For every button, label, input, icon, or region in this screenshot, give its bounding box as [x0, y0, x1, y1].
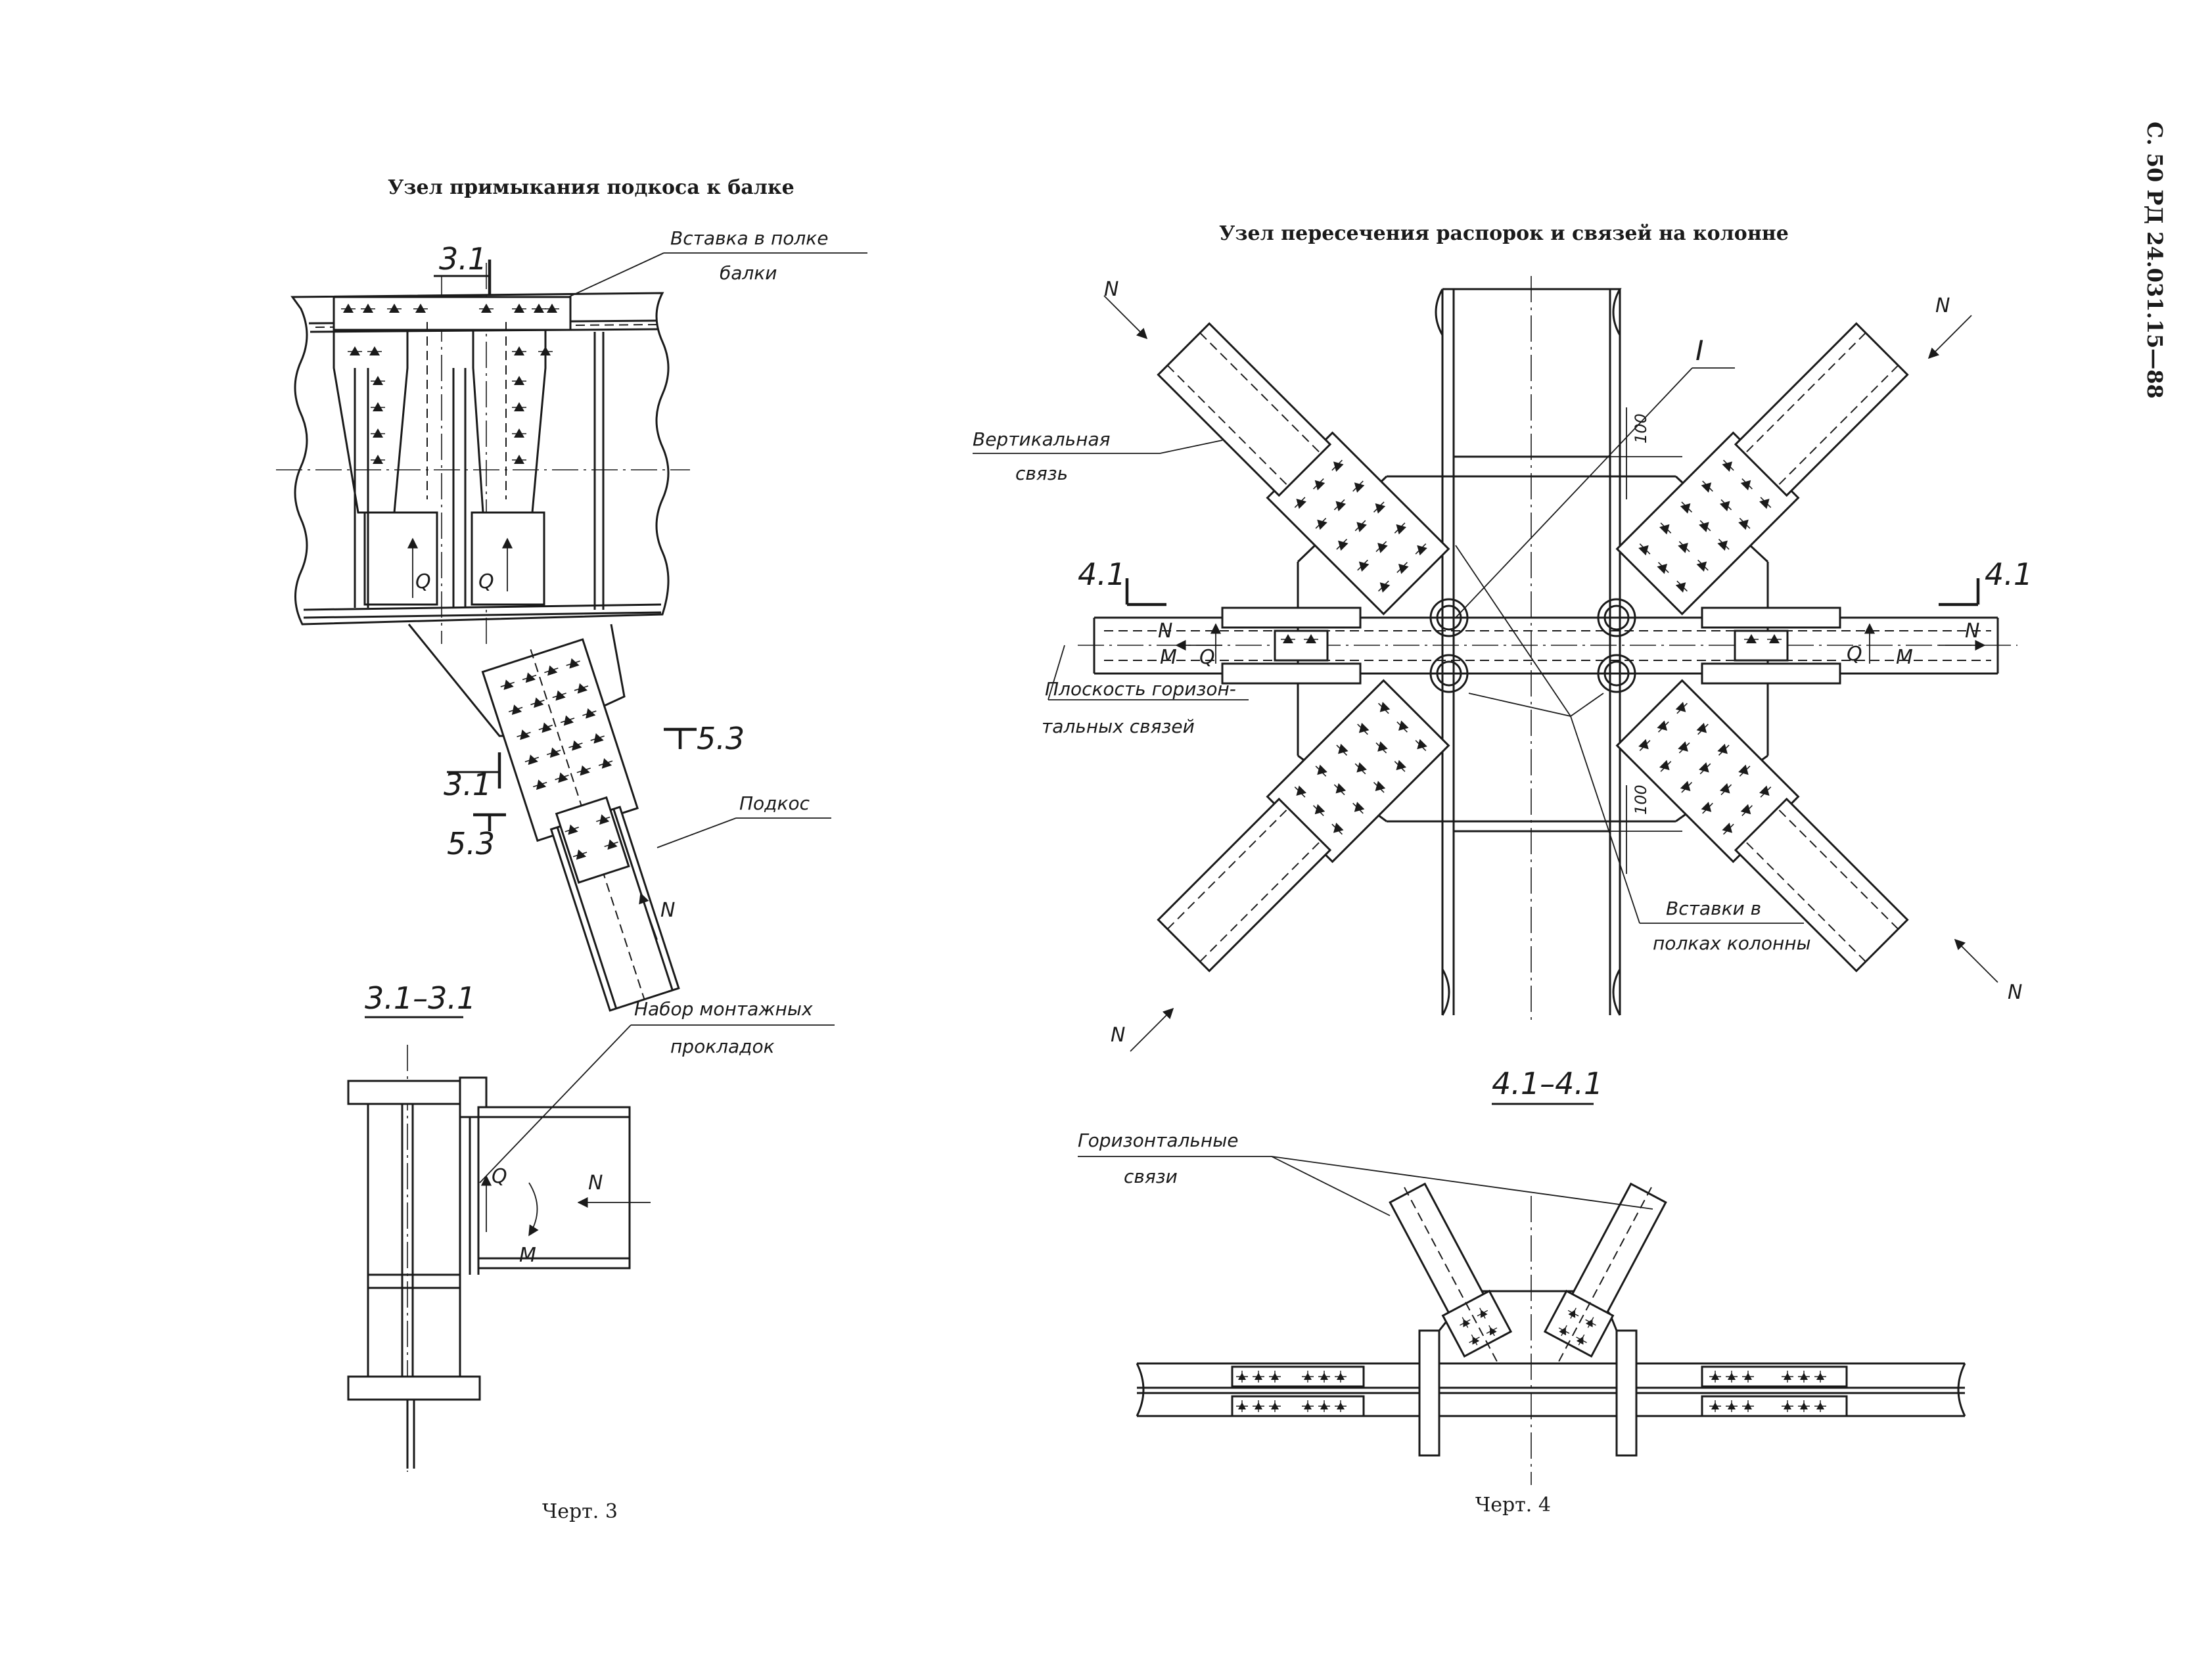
force-n-label: N	[660, 899, 675, 922]
label-horizontal-braces: Горизонтальные	[1078, 1130, 1239, 1151]
flange-insert	[333, 296, 572, 608]
label-horizontal-plane: Плоскость горизон-	[1045, 678, 1236, 700]
section-view-title: 3.1–3.1	[365, 980, 476, 1016]
force-m-label: M	[1160, 646, 1177, 669]
label-shims: Набор монтажных	[634, 998, 813, 1020]
figure-4: Узел пересечения распорок и связей на ко…	[973, 222, 2033, 1052]
figure-3-title: Узел примыкания подкоса к балке	[388, 176, 795, 199]
label-vertical-brace: Вертикальная	[973, 428, 1111, 450]
force-q-label: Q	[492, 1165, 507, 1188]
brace-lower-left	[1157, 679, 1450, 972]
dimension-100: 100 100	[1610, 407, 1682, 874]
dimension-label: 100	[1632, 785, 1650, 815]
section-mark-3-1: 3.1 3.1	[434, 241, 501, 802]
figure-3-caption: Черт. 3	[542, 1500, 618, 1523]
section-label: 4.1	[1078, 557, 1126, 592]
section-label: 5.3	[447, 826, 495, 861]
label-vertical-brace-2: связь	[1015, 463, 1068, 484]
section-view-4-1: 4.1–4.1	[1078, 1066, 1966, 1485]
force-q-label: Q	[1199, 646, 1215, 669]
force-n-label: N	[1935, 294, 1950, 317]
detail-mark-i: I	[1695, 334, 1703, 367]
force-q-label: Q	[415, 570, 431, 593]
label-strut: Подкос	[739, 792, 810, 814]
section-label: 3.1	[439, 241, 487, 277]
label-shims-2: прокладок	[670, 1036, 775, 1057]
section-label: 4.1	[1985, 557, 2033, 592]
figure-4-caption: Черт. 4	[1475, 1494, 1551, 1517]
side-header: С. 50 РД 24.031.15—88	[2142, 122, 2167, 399]
splice-bolts-left	[1231, 1365, 1365, 1417]
label-horizontal-plane-2: тальных связей	[1042, 716, 1195, 737]
horizontal-brace-right	[1543, 1182, 1667, 1362]
force-n-label: N	[588, 1172, 603, 1195]
figure-3: Узел примыкания подкоса к балке	[276, 176, 867, 1012]
section-view-3-1: 3.1–3.1 Q M N Набор монтажных прокладок	[347, 980, 835, 1472]
brace-upper-right	[1615, 322, 1909, 616]
label-column-inserts: Вставки в	[1666, 898, 1761, 919]
force-n-label: N	[1111, 1024, 1125, 1047]
section-label: 5.3	[697, 721, 745, 756]
section-view-title: 4.1–4.1	[1492, 1066, 1603, 1101]
section-mark-4-1: 4.1 4.1	[1078, 557, 2033, 606]
force-q-label: Q	[478, 570, 494, 593]
force-n-label: N	[1158, 620, 1172, 643]
force-m-label: M	[1896, 646, 1913, 669]
label-insert-flange: Вставка в полке	[670, 227, 828, 249]
label-insert-flange-2: балки	[720, 262, 777, 284]
figure-4-title: Узел пересечения распорок и связей на ко…	[1219, 222, 1789, 245]
brace-lower-right	[1615, 679, 1909, 972]
force-q-label: Q	[1847, 643, 1862, 666]
strut: N	[481, 638, 680, 1012]
horizontal-brace-left	[1389, 1182, 1513, 1362]
horizontal-strut	[1078, 598, 2017, 693]
brace-upper-left	[1157, 322, 1450, 616]
splice-bolts-right	[1701, 1365, 1848, 1417]
strut-force-arrows: N M Q N Q M	[1158, 620, 1986, 669]
force-m-label: M	[519, 1244, 536, 1267]
column-insert-rings	[1429, 598, 1636, 693]
label-column-inserts-2: полках колонны	[1653, 932, 1811, 954]
section-label: 3.1	[444, 767, 492, 802]
brace-force-arrows: N N N N	[1103, 278, 2022, 1052]
force-n-label: N	[2008, 981, 2022, 1004]
section-mark-5-3: 5.3 5.3	[447, 721, 745, 861]
label-horizontal-braces-2: связи	[1124, 1166, 1178, 1187]
force-n-label: N	[1965, 620, 1979, 643]
force-n-label: N	[1104, 278, 1118, 301]
